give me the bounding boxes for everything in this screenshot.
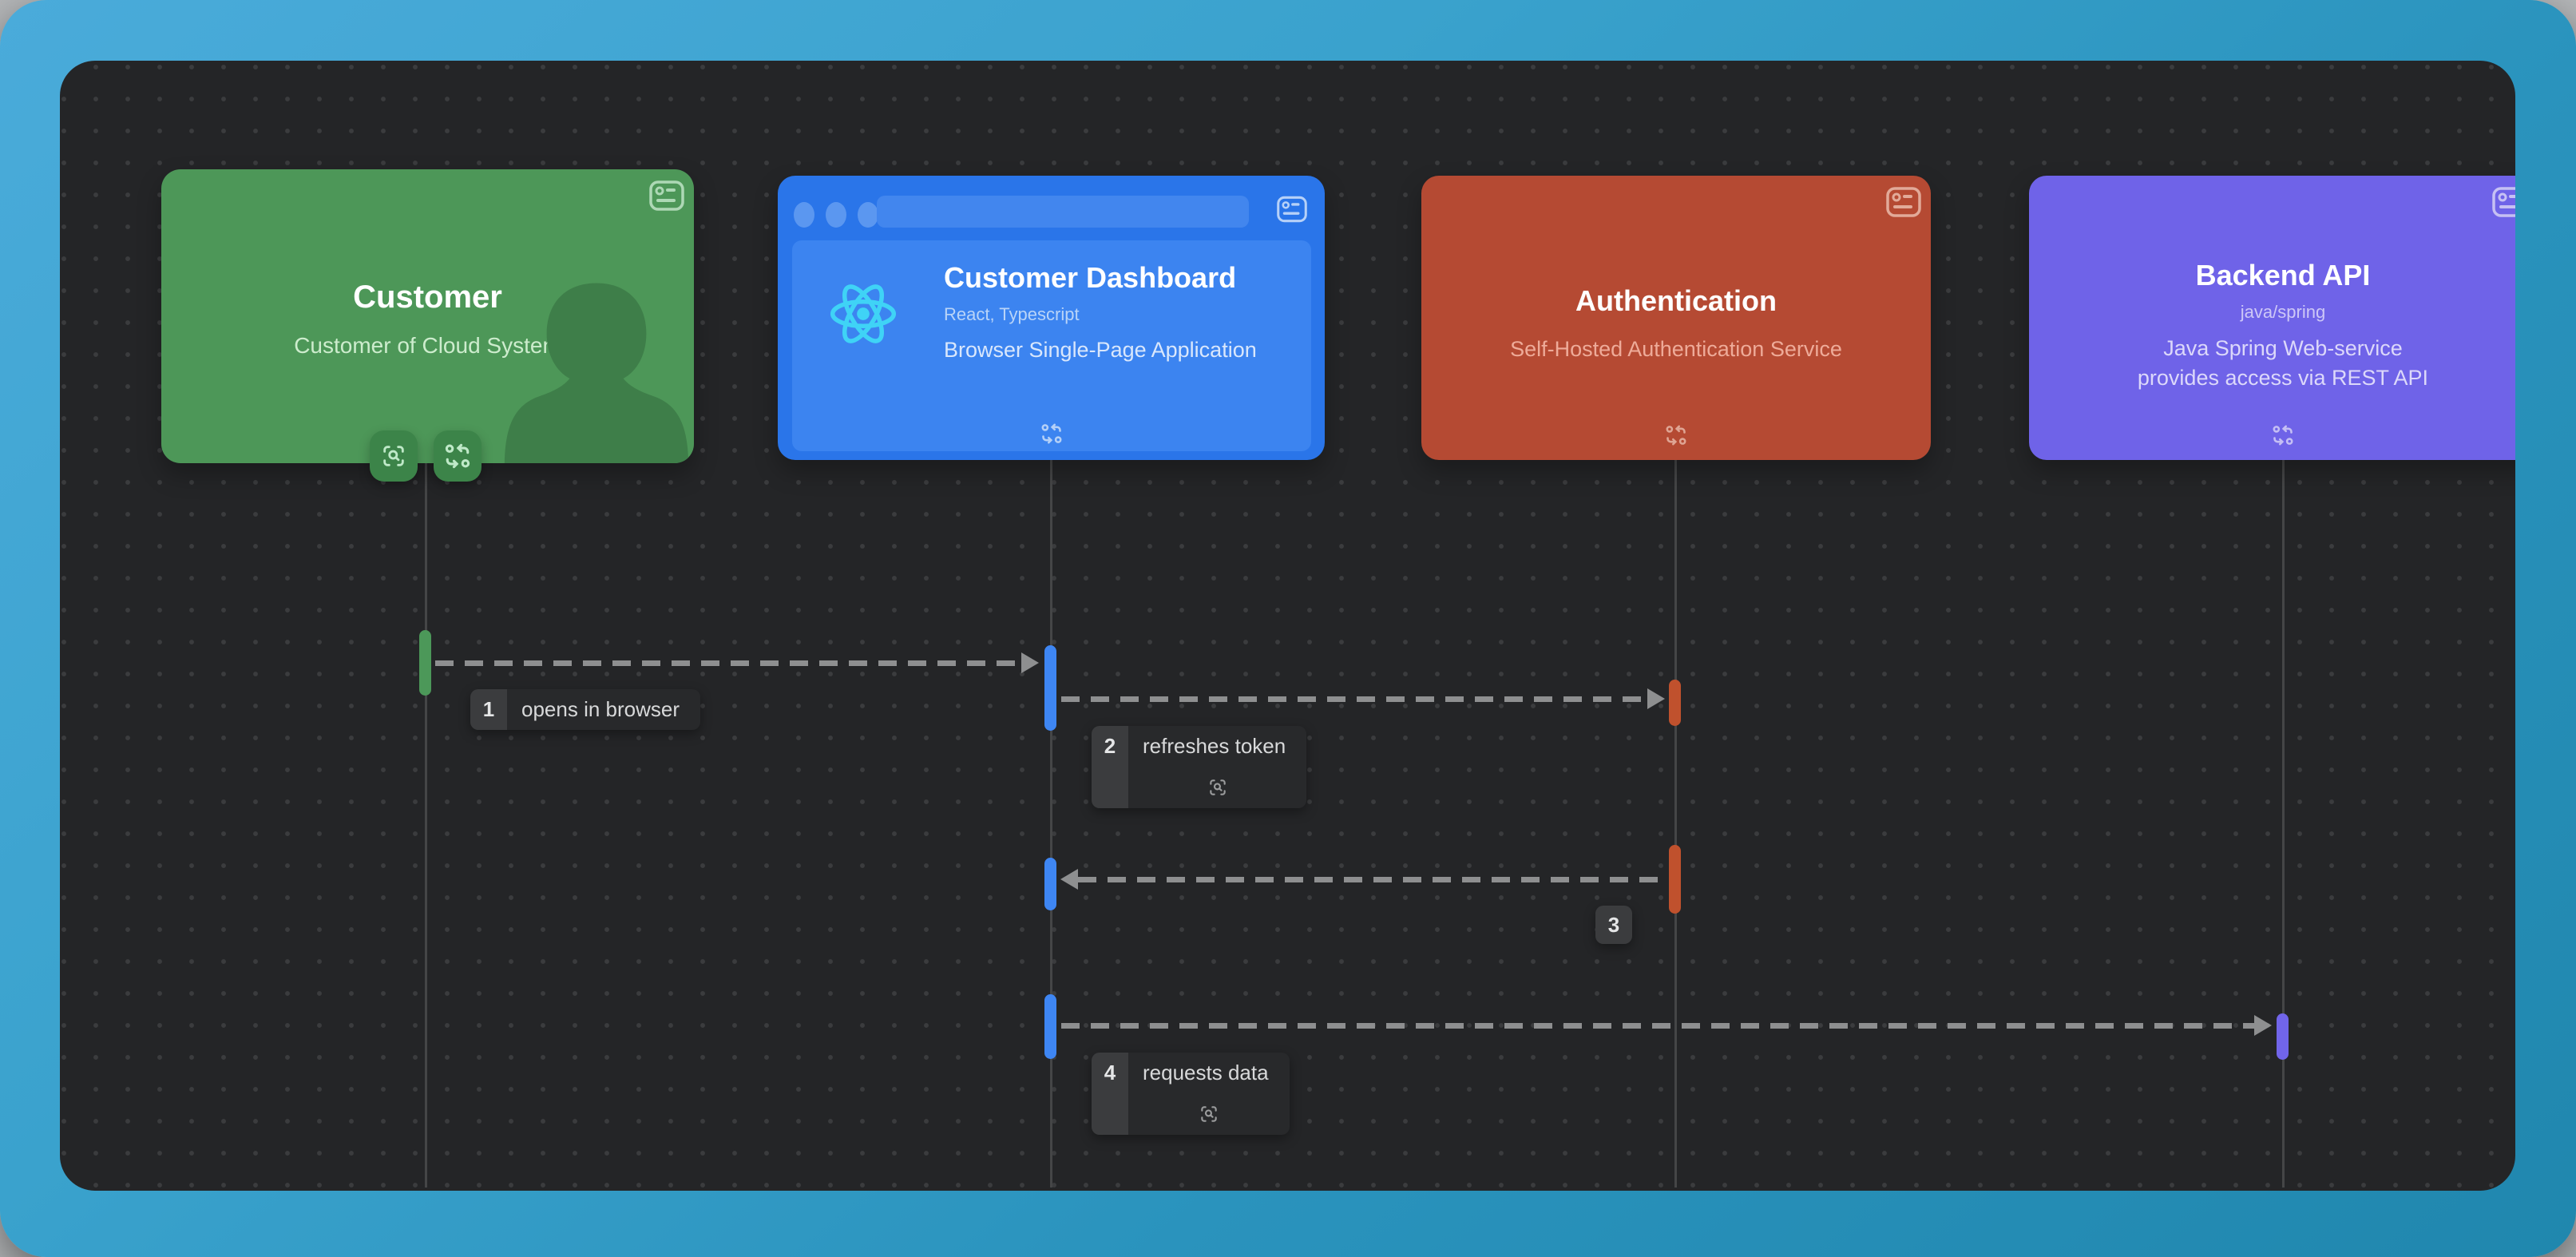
activation-bar-dashboard-2 [1044,858,1056,910]
message-label-3[interactable]: 3 [1595,906,1632,944]
actor-card-backend[interactable]: Backend API java/spring Java Spring Web-… [2029,176,2515,460]
actor-description: Self-Hosted Authentication Service [1510,337,1842,361]
activation-bar-customer [419,630,431,696]
actor-technology: java/spring [2240,302,2326,322]
message-number: 2 [1092,726,1128,808]
focus-action-button[interactable] [370,430,418,482]
actor-title: Authentication [1575,284,1777,317]
message-label-1[interactable]: 1 opens in browser [470,689,700,730]
id-card-icon [649,180,684,211]
message-text: opens in browser [521,697,680,721]
message-label-4[interactable]: 4 requests data [1092,1053,1290,1135]
react-logo-icon [830,284,897,343]
activation-bar-dashboard-3 [1044,994,1056,1059]
activation-bar-dashboard-1 [1044,645,1056,731]
actor-title: Backend API [2195,259,2371,291]
actor-card-dashboard[interactable]: Customer Dashboard React, Typescript Bro… [778,176,1325,460]
message-2-arrowhead [1647,688,1665,709]
message-4-arrow [1061,1023,2254,1029]
actor-description: Java Spring Web-service provides access … [2029,334,2515,393]
message-4-arrowhead [2254,1015,2272,1036]
actor-title: Customer Dashboard [944,261,1237,294]
activation-bar-backend [2277,1013,2289,1060]
focus-scan-icon [1128,1093,1290,1135]
actor-description-line: Java Spring Web-service [2163,336,2403,360]
lifeline-authentication [1674,460,1677,1188]
actor-card-customer[interactable]: Customer Customer of Cloud System [161,169,694,463]
message-1-arrowhead [1021,652,1039,673]
message-2-arrow [1061,696,1647,702]
swap-connections-icon [1666,425,1686,446]
id-card-icon [2492,187,2515,217]
browser-dot [826,202,846,228]
actor-title: Customer [353,280,502,315]
activation-bar-auth-1 [1669,680,1681,726]
lifeline-backend [2282,460,2285,1188]
message-number: 3 [1595,906,1632,944]
activation-bar-auth-2 [1669,845,1681,914]
message-number: 4 [1092,1053,1128,1135]
swap-action-button[interactable] [434,430,482,482]
swap-connections-icon [1041,423,1062,444]
browser-dot [858,202,878,228]
lifeline-dashboard [1050,460,1052,1188]
id-card-icon [1886,187,1921,217]
message-label-2[interactable]: 2 refreshes token [1092,726,1307,808]
message-3-arrowhead [1060,869,1078,890]
actor-description: Customer of Cloud System [294,333,561,358]
id-card-icon [1277,196,1307,223]
actor-card-authentication[interactable]: Authentication Self-Hosted Authenticatio… [1421,176,1931,460]
lifeline-customer [425,463,427,1188]
browser-address-bar [877,196,1249,228]
browser-content-panel: Customer Dashboard React, Typescript Bro… [792,240,1311,451]
message-text: requests data [1143,1061,1269,1085]
browser-dot [794,202,814,228]
message-3-arrow [1078,877,1667,882]
swap-connections-icon [2273,425,2293,446]
diagram-canvas[interactable]: Customer Customer of Cloud System [60,61,2515,1191]
actor-technology: React, Typescript [944,304,1080,324]
focus-scan-icon [1128,767,1306,808]
swap-connections-icon [445,443,470,469]
focus-scan-icon [383,446,404,466]
actor-description-line: provides access via REST API [2137,366,2429,390]
actor-description: Browser Single-Page Application [944,338,1257,362]
message-number: 1 [470,689,507,730]
message-text: refreshes token [1143,734,1286,758]
person-silhouette-icon [504,283,689,463]
message-1-arrow [435,660,1021,666]
